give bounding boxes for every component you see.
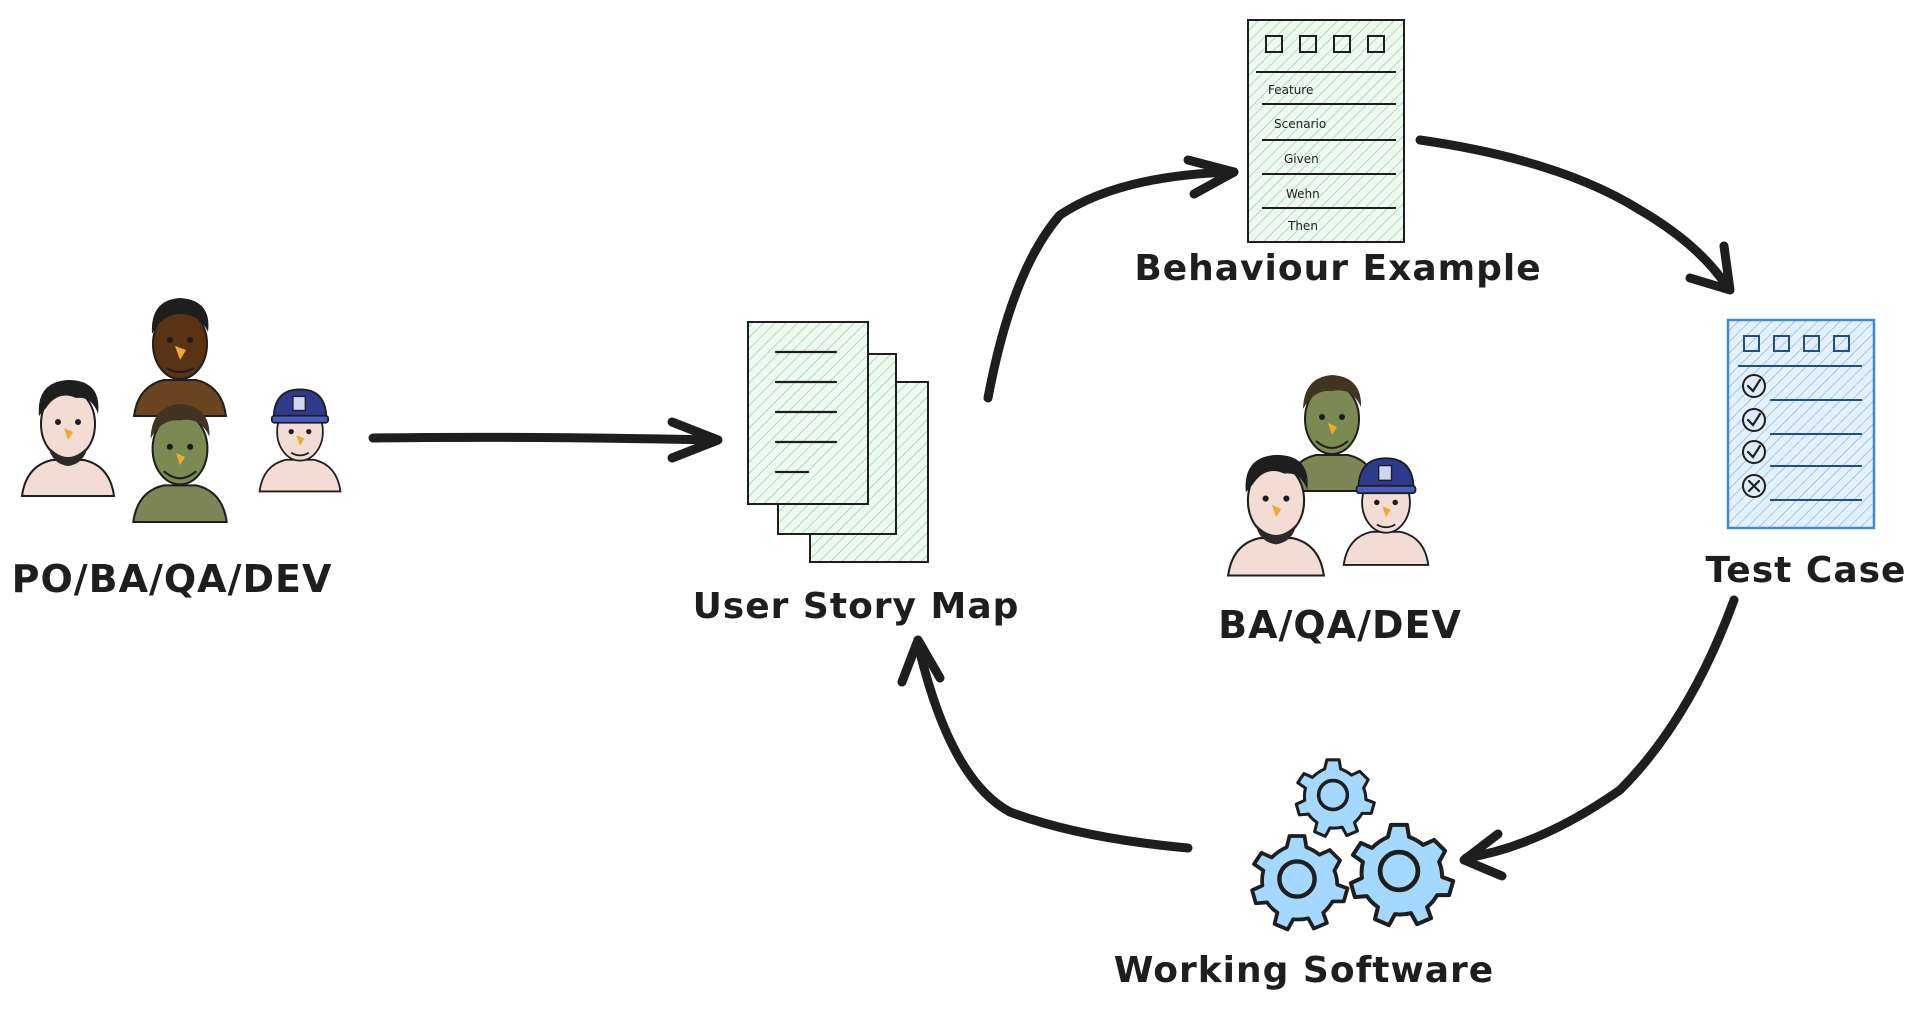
gear-icon	[1252, 836, 1347, 930]
person-avatar	[132, 403, 228, 524]
arrow-software-to-storymap	[897, 635, 1193, 853]
arrow-testcase-to-software	[1459, 595, 1739, 881]
behaviour-example-doc: Feature Scenario Given Wehn Then	[1247, 19, 1405, 243]
behaviour-line-scenario: Scenario	[1274, 117, 1326, 131]
behaviour-line-then: Then	[1287, 219, 1318, 233]
behaviour-example-label: Behaviour Example	[1134, 248, 1541, 289]
behaviour-line-when: Wehn	[1286, 187, 1320, 201]
gears-icon	[1252, 758, 1453, 930]
arrow-team-to-storymap	[368, 417, 723, 463]
team-all-label: PO/BA/QA/DEV	[12, 557, 333, 601]
person-avatar	[20, 378, 116, 498]
user-story-map-icon	[747, 321, 929, 563]
behaviour-line-given: Given	[1284, 152, 1319, 166]
person-avatar	[133, 297, 227, 417]
gear-icon	[1351, 825, 1453, 925]
test-case-doc	[1726, 318, 1876, 530]
team-delivery-label: BA/QA/DEV	[1218, 603, 1462, 647]
check-icon	[1742, 440, 1766, 464]
working-software-label: Working Software	[1114, 950, 1494, 991]
gear-icon	[1294, 758, 1377, 839]
team-delivery-group	[1227, 373, 1430, 577]
check-icon	[1742, 408, 1766, 432]
check-icon	[1742, 374, 1766, 398]
test-case-label: Test Case	[1706, 550, 1907, 591]
user-story-map-label: User Story Map	[693, 586, 1020, 627]
arrow-behaviour-to-testcase	[1415, 135, 1735, 295]
arrow-storymap-to-behaviour	[983, 155, 1239, 403]
team-all-group	[20, 297, 342, 524]
person-avatar	[258, 388, 342, 493]
behaviour-line-feature: Feature	[1268, 83, 1313, 97]
